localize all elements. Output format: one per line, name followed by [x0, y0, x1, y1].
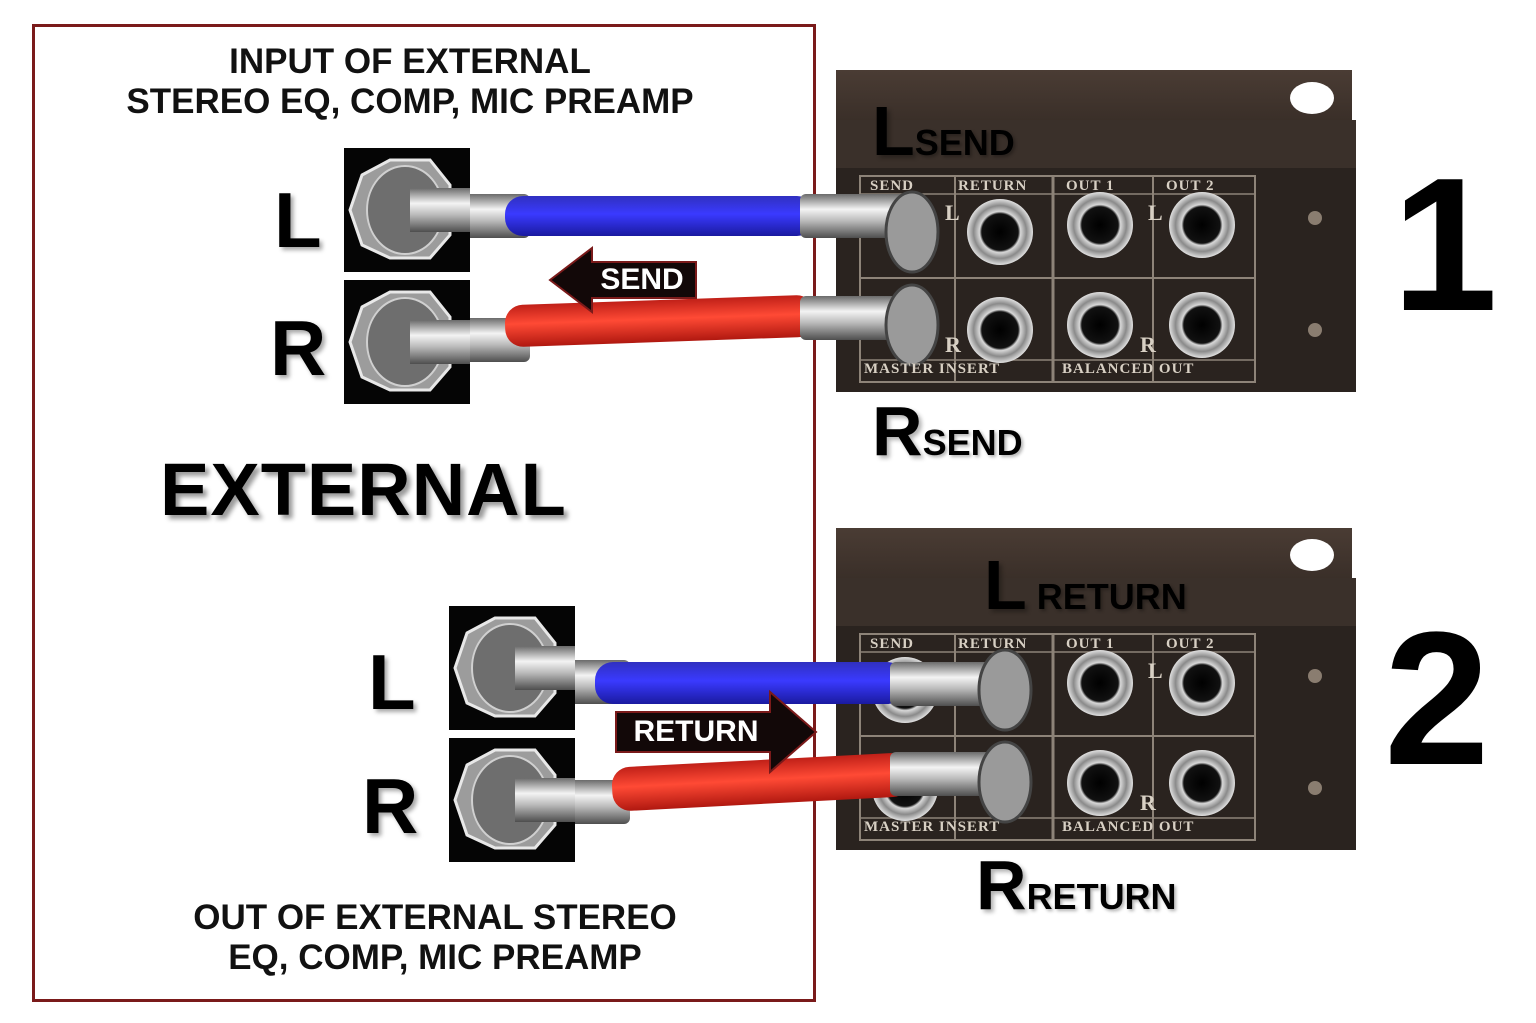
- step-1-number: 1: [1392, 139, 1498, 351]
- send-left-plug: [344, 148, 470, 272]
- panel1-send-label: SEND: [870, 178, 915, 194]
- return-left-label: L: [368, 638, 416, 726]
- step1-left-sub: SEND: [914, 122, 1015, 163]
- send-arrow: [548, 245, 697, 315]
- panel2-master-insert-label: MASTER INSERT: [864, 819, 1001, 835]
- panel2-l-mark: L: [1148, 658, 1163, 683]
- panel2-send-label: SEND: [870, 636, 915, 652]
- panel1-r-mark-2: R: [1140, 332, 1156, 357]
- send-left-label: L: [274, 176, 322, 264]
- step2-left-letter: L: [984, 546, 1027, 624]
- panel2-r-mark: R: [1140, 790, 1156, 815]
- step2-right-sub: RETURN: [1026, 876, 1177, 917]
- return-right-cable: [540, 740, 1033, 824]
- return-arrow-label: RETURN: [633, 715, 759, 748]
- panel2-balanced-out-label: BALANCED OUT: [1062, 819, 1195, 835]
- return-left-plug: [449, 606, 575, 730]
- panel1-master-insert-label: MASTER INSERT: [864, 361, 1001, 377]
- step1-left-label: LSEND: [872, 96, 1015, 166]
- panel1-l-mark: L: [945, 200, 960, 225]
- panel1-return-label: RETURN: [958, 178, 1028, 194]
- step2-right-label: RRETURN: [976, 850, 1177, 920]
- return-right-plug: [449, 738, 575, 862]
- step-2-number: 2: [1384, 593, 1490, 805]
- step1-right-sub: SEND: [922, 422, 1023, 463]
- panel1-balanced-out-label: BALANCED OUT: [1062, 361, 1195, 377]
- panel2-out1-label: OUT 1: [1066, 636, 1115, 652]
- top-caption-line2: STEREO EQ, COMP, MIC PREAMP: [126, 82, 694, 121]
- return-arrow: [615, 689, 818, 775]
- bottom-caption-line2: EQ, COMP, MIC PREAMP: [228, 938, 642, 977]
- panel2-out2-label: OUT 2: [1166, 636, 1215, 652]
- top-caption-line1: INPUT OF EXTERNAL: [229, 42, 591, 81]
- panel1-r-mark: R: [945, 332, 961, 357]
- panel1-out1-label: OUT 1: [1066, 178, 1115, 194]
- step1-right-letter: R: [872, 392, 923, 470]
- step1-right-label: RSEND: [872, 396, 1023, 466]
- external-device-frame: [32, 24, 816, 1002]
- step1-left-letter: L: [872, 92, 915, 170]
- send-right-plug: [344, 280, 470, 404]
- return-right-label: R: [362, 762, 419, 850]
- external-title: EXTERNAL: [160, 448, 567, 531]
- panel1-l-mark-2: L: [1148, 200, 1163, 225]
- bottom-caption-line1: OUT OF EXTERNAL STEREO: [193, 898, 677, 937]
- send-arrow-label: SEND: [600, 263, 684, 296]
- step2-left-sub: RETURN: [1036, 576, 1187, 617]
- panel1-out2-label: OUT 2: [1166, 178, 1215, 194]
- send-right-label: R: [270, 304, 327, 392]
- panel2-return-label: RETURN: [958, 636, 1028, 652]
- step2-right-letter: R: [976, 846, 1027, 924]
